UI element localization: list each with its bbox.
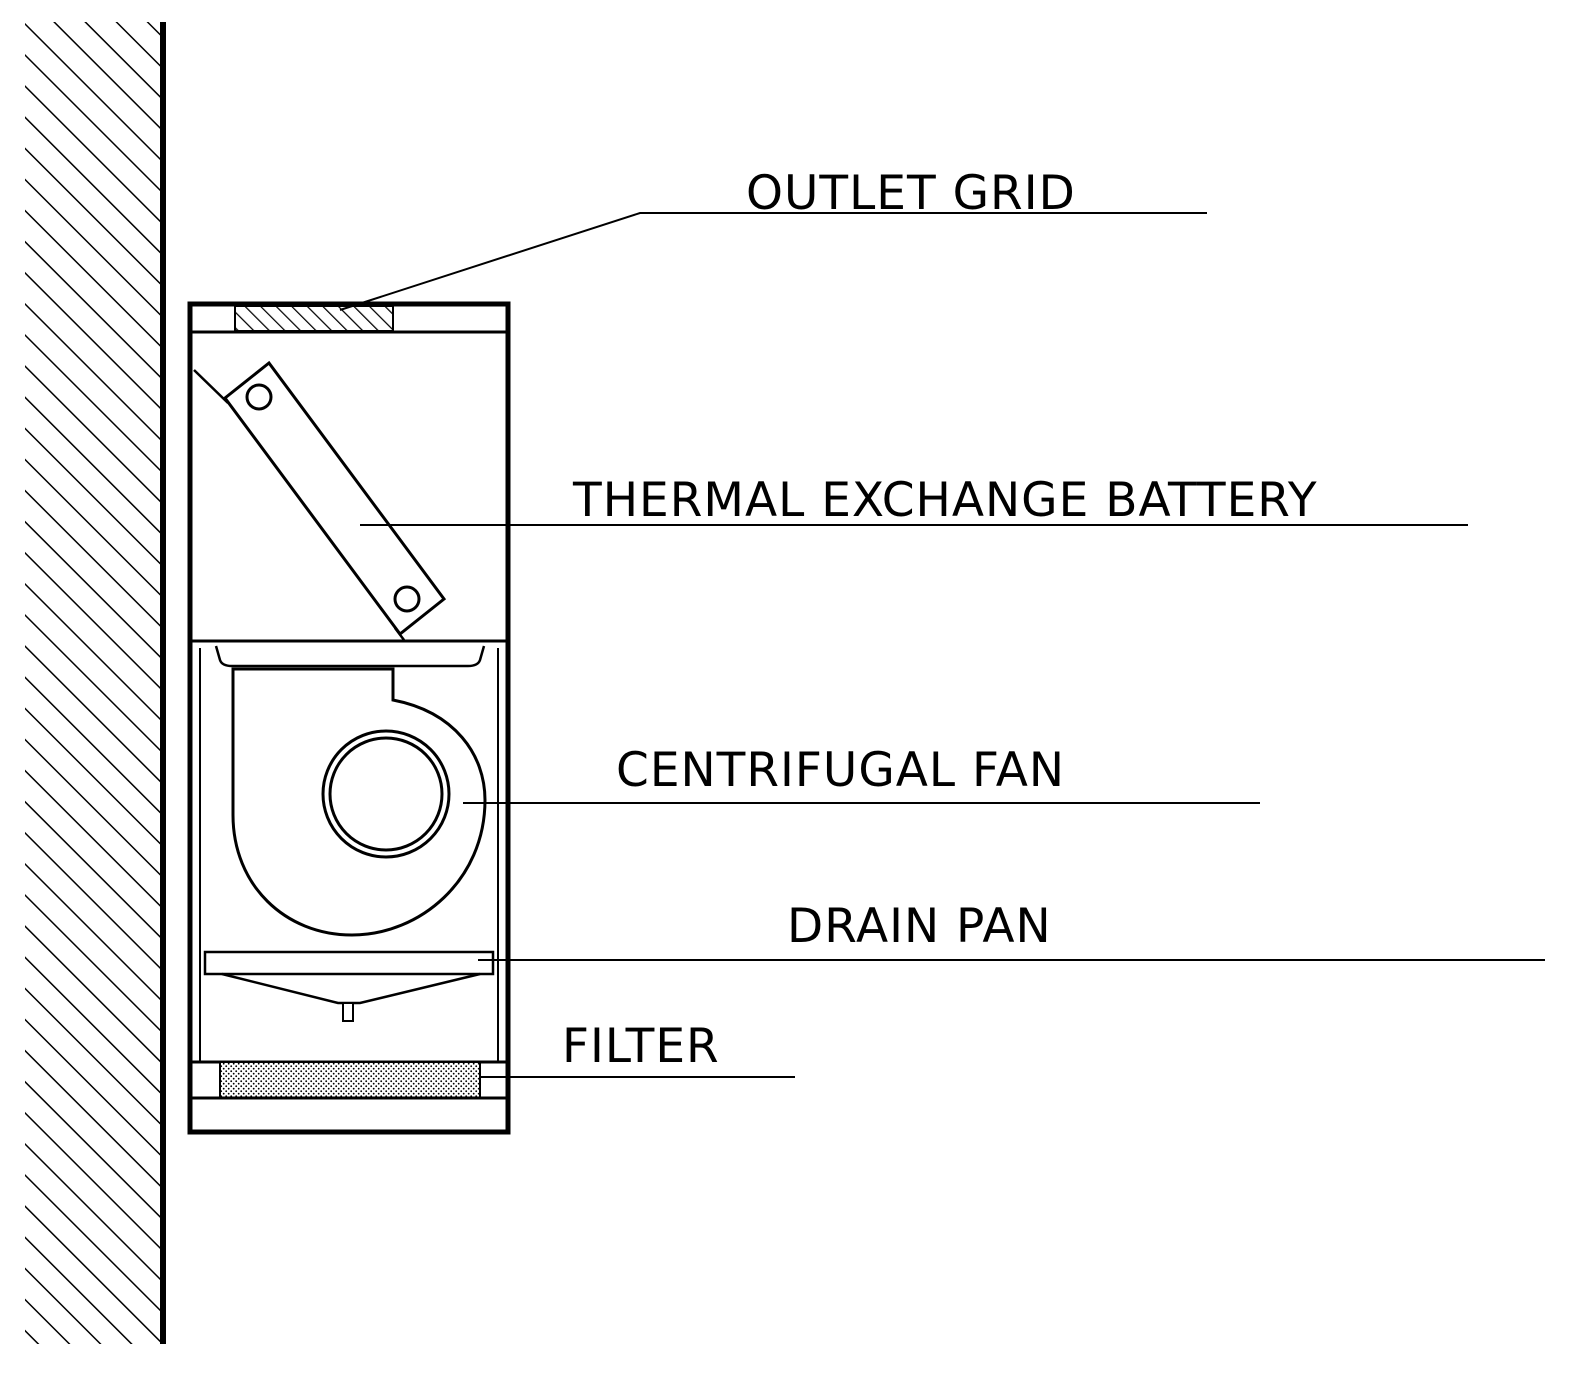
outlet-grid-leader: [339, 212, 1207, 311]
fan-inlet-outer: [321, 729, 451, 859]
filter: [190, 1060, 508, 1100]
filter-label: FILTER: [562, 1019, 720, 1074]
thermal-exchange-battery-label: THERMAL EXCHANGE BATTERY: [572, 473, 1318, 528]
wall-hatching: [25, 22, 165, 1344]
centrifugal-fan-label: CENTRIFUGAL FAN: [616, 743, 1065, 798]
labels: OUTLET GRID THERMAL EXCHANGE BATTERY CEN…: [562, 166, 1318, 1074]
upper-tray-shape: [214, 645, 486, 668]
coil-base-line: [394, 627, 405, 641]
wall: [25, 22, 166, 1344]
drain-pan: [203, 950, 495, 1022]
coil-tube-top: [245, 383, 273, 411]
fan-coil-unit: [187, 301, 511, 1135]
fan-scroll-housing: [231, 667, 487, 937]
unit-cabinet: [187, 301, 511, 1135]
drain-pan-rim: [203, 950, 495, 976]
drain-pan-funnel: [221, 972, 481, 1005]
drain-outlet: [342, 1002, 354, 1022]
outlet-grid-slots: [234, 305, 394, 332]
coil-body: [222, 360, 447, 637]
thermal-exchange-battery: [193, 360, 447, 641]
upper-tray: [214, 645, 486, 668]
outlet-grid: [234, 305, 394, 332]
filter-media: [219, 1061, 481, 1099]
fan-inlet-inner: [328, 736, 444, 852]
centrifugal-fan: [231, 667, 487, 937]
drain-pan-label: DRAIN PAN: [787, 899, 1052, 954]
coil-tube-bottom: [393, 585, 421, 613]
leader-lines: [339, 212, 1545, 1078]
coil-support-line: [193, 369, 229, 404]
outlet-grid-label: OUTLET GRID: [746, 166, 1076, 221]
